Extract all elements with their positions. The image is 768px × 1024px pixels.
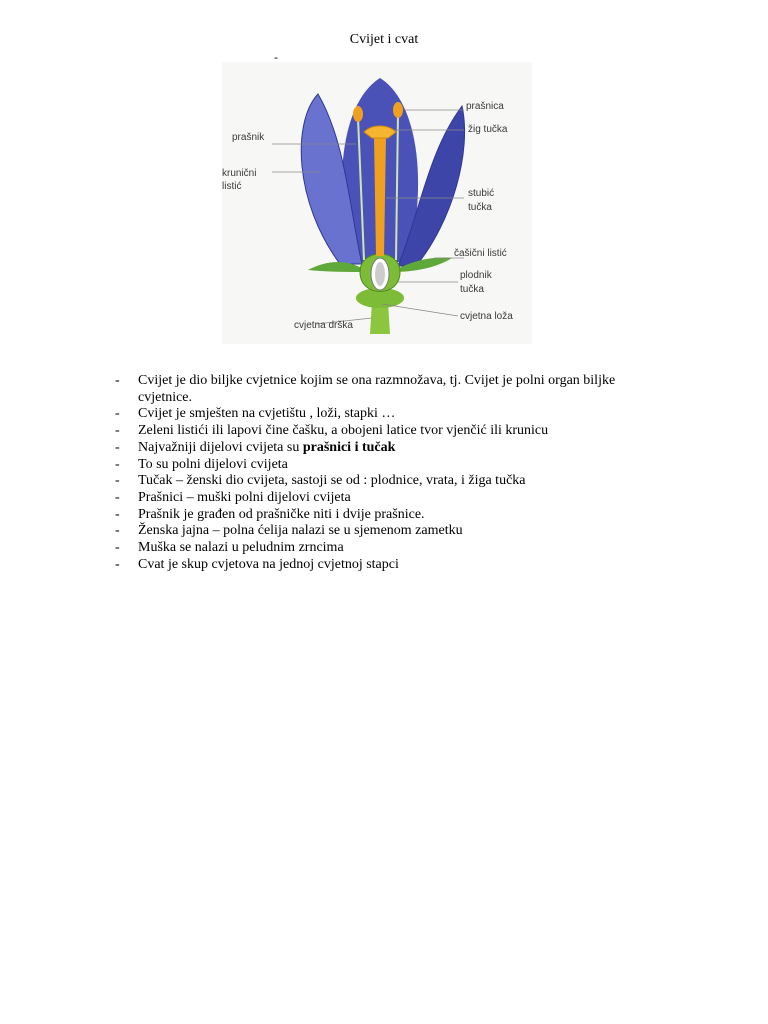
list-item: - Cvijet je dio biljke cvjetnice kojim se… (112, 373, 672, 406)
flower-stem (370, 302, 390, 334)
label-zig-tucka: žig tučka (468, 124, 508, 135)
bullet-dash: - (115, 489, 120, 505)
bullet-list: - Cvijet je dio biljke cvjetnice kojim se… (112, 373, 672, 573)
label-stubic-tucka: tučka (468, 202, 492, 213)
stamen-filament-left (357, 117, 365, 261)
bullet-dash: - (115, 473, 120, 489)
sepal-right (392, 257, 452, 272)
bullet-dash: - (115, 406, 120, 422)
list-item-text: Najvažniji dijelovi cvijeta su (138, 439, 303, 455)
list-item: - Prašnik je građen od prašničke niti i d… (112, 507, 672, 524)
bullet-dash: - (115, 439, 120, 455)
list-item: - Tučak – ženski dio cvijeta, sastoji se … (112, 473, 672, 490)
label-casicni-listic: čašični listić (454, 248, 507, 259)
list-item-text: Ženska jajna – polna ćelija nalazi se u … (138, 523, 463, 539)
label-stubic: stubić (468, 188, 494, 199)
list-item: - Muška se nalazi u peludnim zrncima (112, 540, 672, 557)
label-plodnik: plodnik (460, 270, 493, 281)
flower-diagram: prašnica žig tučka prašnik krunični list… (222, 62, 532, 344)
receptacle (356, 288, 404, 308)
pistil-style (374, 136, 386, 256)
label-plodnik-tucka: tučka (460, 284, 484, 295)
list-item: - Zeleni listići ili lapovi čine čašku, a… (112, 423, 672, 440)
sepal-left (308, 261, 368, 272)
list-item: - Najvažniji dijelovi cvijeta su prašnici… (112, 440, 672, 457)
list-item-text: Cvijet je smješten na cvjetištu , loži, … (138, 406, 396, 422)
bullet-dash: - (115, 540, 120, 556)
title-dash: - (274, 50, 278, 64)
label-prasnik: prašnik (232, 132, 265, 143)
stamen-filament-right (395, 113, 399, 261)
ovules (375, 262, 385, 286)
list-item: - To su polni dijelovi cvijeta (112, 457, 672, 474)
label-listic: listić (222, 181, 241, 192)
bullet-dash: - (115, 506, 120, 522)
label-cvjetna-drska: cvjetna drška (294, 320, 353, 331)
anther-right (393, 102, 403, 118)
list-item-text: Muška se nalazi u peludnim zrncima (138, 540, 344, 556)
label-krunicni: krunični (222, 168, 256, 179)
list-item-text: Cvijet je dio biljke cvjetnice kojim se … (138, 373, 616, 405)
bullet-dash: - (115, 456, 120, 472)
list-item-text: Prašnik je građen od prašničke niti i dv… (138, 506, 425, 522)
label-cvjetna-loza: cvjetna loža (460, 311, 513, 322)
bullet-dash: - (115, 556, 120, 572)
list-item-text: Cvat je skup cvjetova na jednoj cvjetnoj… (138, 556, 399, 572)
list-item: - Cvat je skup cvjetova na jednoj cvjetno… (112, 557, 672, 574)
list-item-text: Zeleni listići ili lapovi čine čašku, a … (138, 423, 549, 439)
page-title: Cvijet i cvat (349, 32, 419, 47)
list-item-text: Tučak – ženski dio cvijeta, sastoji se o… (138, 473, 526, 489)
bullet-dash: - (115, 373, 120, 388)
bullet-dash: - (115, 523, 120, 539)
list-item-text: Prašnici – muški polni dijelovi cvijeta (138, 489, 351, 505)
anther-left (353, 106, 363, 122)
list-item-bold-text: prašnici i tučak (302, 439, 396, 455)
bullet-dash: - (115, 423, 120, 439)
list-item-text: To su polni dijelovi cvijeta (138, 456, 288, 472)
flower-diagram-svg: prašnica žig tučka prašnik krunični list… (222, 62, 532, 344)
list-item: - Prašnici – muški polni dijelovi cvijeta (112, 490, 672, 507)
label-prasnica: prašnica (466, 101, 504, 112)
list-item: - Cvijet je smješten na cvjetištu , loži,… (112, 406, 672, 423)
list-item: - Ženska jajna – polna ćelija nalazi se u… (112, 523, 672, 540)
leader-lines (272, 109, 464, 325)
pistil-stigma (363, 125, 397, 139)
